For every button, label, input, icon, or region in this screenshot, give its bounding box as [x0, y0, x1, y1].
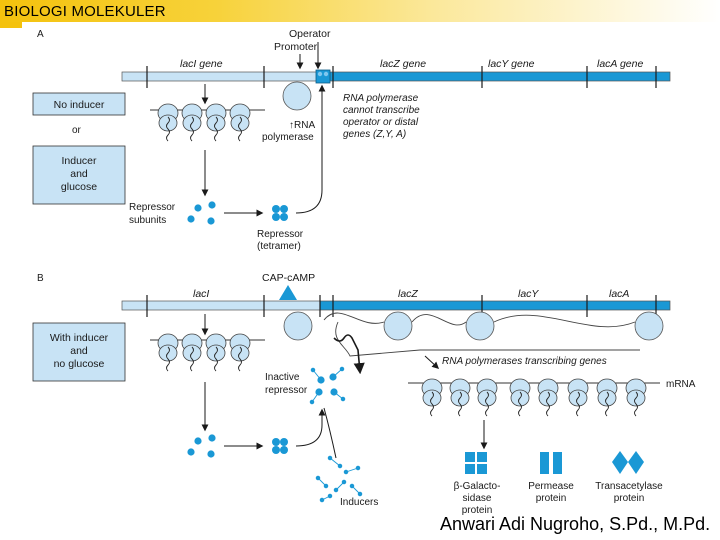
repressor-binding-arrow: [295, 84, 326, 214]
ribosome: [476, 378, 498, 417]
note-line: genes (Z,Y, A): [343, 129, 406, 140]
ribosome: [509, 378, 531, 417]
dna-strand-a-right: [329, 71, 671, 82]
ribosome: [449, 378, 471, 417]
rna-polymerase: [383, 311, 413, 341]
transacetylase-icon: [612, 451, 644, 474]
repressor-tetramer: [272, 205, 288, 221]
gene-label-laca-b: lacA: [609, 288, 629, 300]
inactive-repressor-line: repressor: [265, 385, 308, 396]
repressor-tetramer-line: (tetramer): [257, 241, 301, 252]
repressor-subunit: [323, 71, 329, 77]
inducer-no-glucose-line: With inducer: [50, 332, 109, 344]
inactive-repressor-complex: [309, 366, 346, 405]
gene-label-lacy: lacY gene: [488, 58, 535, 70]
nascent-transcript: [323, 312, 636, 328]
inducer-no-glucose-line: and: [70, 345, 88, 357]
rna-polymerase: [283, 311, 313, 341]
ribosome: [157, 103, 179, 142]
repressor-to-inactive-arrow: [295, 408, 326, 447]
condition-no-inducer-label: No inducer: [54, 99, 105, 111]
inducers-label: Inducers: [340, 497, 378, 508]
condition-box-inducer-no-glucose: [32, 322, 126, 382]
release-squiggle-arrow: [333, 334, 365, 375]
note-line: RNA polymerase: [343, 93, 419, 104]
repressor-subunits-dots: [187, 201, 216, 225]
gene-label-lacz: lacZ gene: [380, 58, 426, 70]
ribosome: [229, 103, 251, 142]
gene-label-laci-b: lacI: [193, 288, 209, 300]
dna-strand-a-left: [121, 71, 318, 82]
note-line: cannot transcribe: [343, 105, 420, 116]
rna-pol-arrow-label: ↑RNA: [289, 120, 315, 131]
product-label-line: β-Galacto-: [454, 481, 501, 492]
slide-title: BIOLOGI MOLEKULER: [4, 3, 166, 20]
rna-polymerase: [465, 311, 495, 341]
cap-camp-triangle: [279, 285, 297, 300]
operator-label: Operator: [289, 28, 331, 40]
mrna-pointer: [424, 355, 440, 369]
author-credit: Anwari Adi Nugroho, S.Pd., M.Pd.: [440, 514, 711, 534]
dna-strand-b-left: [121, 300, 321, 311]
ribosome: [181, 103, 203, 142]
gene-label-laci: lacI gene: [180, 58, 223, 70]
ribosome: [596, 378, 618, 417]
product-label-line: protein: [536, 493, 567, 504]
inducer-glucose-line: Inducer: [61, 155, 97, 167]
product-label-line: sidase: [463, 493, 492, 504]
title-tab-accent: [0, 22, 22, 28]
inactive-repressor-line: Inactive: [265, 372, 300, 383]
inducer-glucose-line: and: [70, 168, 88, 180]
permease-icon: [540, 452, 562, 474]
ribosome: [229, 333, 251, 372]
ribosome: [537, 378, 559, 417]
mrna-label: mRNA: [666, 379, 696, 390]
panel-b-letter: B: [37, 273, 44, 284]
repressor-on-operator: [315, 69, 331, 84]
dna-strand-b-right: [319, 300, 671, 311]
product-label-line: Transacetylase: [595, 481, 663, 492]
repressor-subunits-line: subunits: [129, 215, 166, 226]
rna-pol-word-label: polymerase: [262, 132, 314, 143]
inducer-molecules: [315, 455, 363, 503]
cap-camp-label: CAP-cAMP: [262, 272, 315, 284]
released-mrna-curve: [335, 321, 640, 357]
rna-polymerase-a: [282, 81, 312, 111]
rna-polymerase: [634, 311, 664, 341]
gene-label-lacy-b: lacY: [518, 288, 539, 300]
condition-box-no-inducer: [32, 92, 126, 116]
product-label-line: protein: [462, 505, 493, 516]
ribosome: [205, 333, 227, 372]
gene-label-laca: lacA gene: [597, 58, 643, 70]
product-label-line: Permease: [528, 481, 574, 492]
condition-box-inducer-glucose: [32, 145, 126, 205]
ribosome: [567, 378, 589, 417]
inducer-no-glucose-line: no glucose: [54, 358, 105, 370]
or-label: or: [72, 125, 82, 136]
ribosome: [625, 378, 647, 417]
rna-pol-transcribing-note: RNA polymerases transcribing genes: [442, 356, 607, 367]
title-bar: BIOLOGI MOLEKULER: [0, 0, 720, 22]
ribosome: [421, 378, 443, 417]
note-line: operator or distal: [343, 117, 419, 128]
blocked-transcription-note: RNA polymerase cannot transcribe operato…: [343, 93, 420, 140]
repressor-subunits-dots-b: [187, 434, 216, 458]
panel-a-letter: A: [37, 29, 44, 40]
repressor-tetramer-b: [272, 438, 288, 454]
ribosome: [181, 333, 203, 372]
repressor-subunits-line: Repressor: [129, 202, 176, 213]
inducer-binding-arrow: [323, 407, 337, 459]
gene-label-lacz-b: lacZ: [398, 288, 418, 300]
ribosome: [205, 103, 227, 142]
promoter-label: Promoter: [274, 41, 318, 53]
repressor-tetramer-line: Repressor: [257, 229, 304, 240]
inducer-glucose-line: glucose: [61, 181, 97, 193]
product-label-line: protein: [614, 493, 645, 504]
repressor-subunit: [317, 71, 323, 77]
ribosome: [157, 333, 179, 372]
beta-galactosidase-icon: [465, 452, 487, 474]
